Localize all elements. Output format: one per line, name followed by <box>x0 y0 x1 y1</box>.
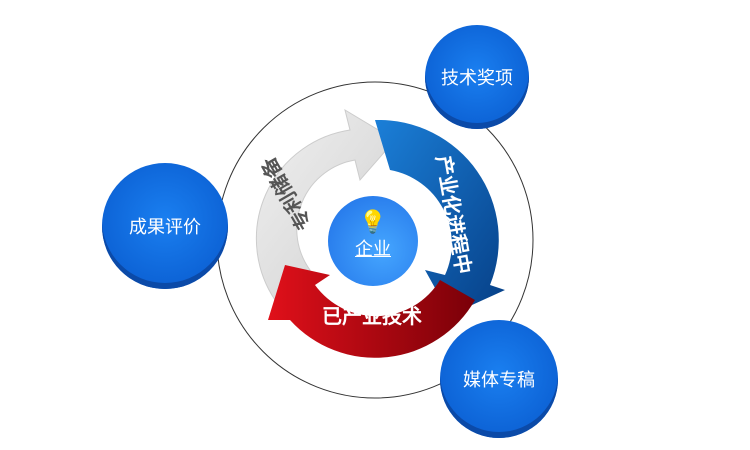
bubble-label: 成果评价 <box>129 217 201 238</box>
bubble-evaluation[interactable]: 成果评价 <box>102 163 228 289</box>
arrow-red <box>268 265 475 358</box>
label-industrialized: 已产业技术 <box>322 304 422 328</box>
bubble-media[interactable]: 媒体专稿 <box>440 320 558 438</box>
arrow-blue <box>375 119 505 315</box>
bubble-label: 技术奖项 <box>441 68 513 89</box>
bubble-label: 媒体专稿 <box>463 370 535 391</box>
center-enterprise: 💡 企业 <box>328 196 418 286</box>
arrow-gray <box>255 108 396 301</box>
center-label: 企业 <box>355 239 391 260</box>
lightbulb-icon: 💡 <box>359 210 387 235</box>
bubble-tech-awards[interactable]: 技术奖项 <box>425 25 529 129</box>
